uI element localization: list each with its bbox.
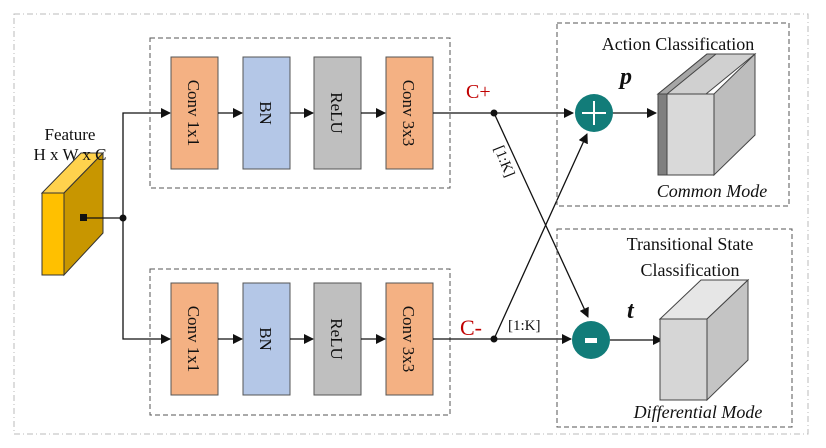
feature-output-port (80, 214, 87, 221)
transition-head-title-line1: Transitional State (627, 234, 754, 254)
upper-conv1x1-label: Conv 1x1 (184, 80, 203, 147)
lower-relu-block (313, 282, 362, 396)
diff-cube-front (659, 318, 708, 401)
action-head-title: Action Classification (602, 34, 754, 54)
outer-frame (13, 13, 809, 435)
lower-branch-box (149, 268, 451, 416)
minus-icon (585, 338, 597, 343)
lower-conv3x3-block (385, 282, 434, 396)
common-cube-front (666, 93, 715, 176)
feature-dims: H x W x C (33, 145, 106, 164)
upper-relu-label: ReLU (327, 92, 346, 134)
feature-tensor (40, 151, 105, 277)
upper-conv3x3-label: Conv 3x3 (399, 80, 418, 147)
lower-relu-label: ReLU (327, 318, 346, 360)
upper-conv1x1-block (170, 56, 219, 170)
common-mode-label: Common Mode (657, 181, 768, 201)
upper-cross-label: [1:K] (490, 144, 517, 180)
lower-bn-block (242, 282, 291, 396)
cross-line-up (493, 133, 588, 340)
cross-line-down (493, 112, 589, 318)
action-head-box (556, 22, 790, 207)
variable-t: t (627, 298, 635, 324)
c-minus-label: C- (460, 315, 482, 340)
upper-branch-blocks: Conv 1x1 BN ReLU Conv 3x3 (170, 56, 434, 170)
lower-conv1x1-block (170, 282, 219, 396)
lower-conv3x3-label: Conv 3x3 (399, 306, 418, 373)
differential-mode-cube (658, 278, 750, 402)
upper-relu-block (313, 56, 362, 170)
feature-title: Feature (45, 125, 96, 144)
lower-bn-label: BN (256, 327, 275, 351)
upper-bn-label: BN (256, 101, 275, 125)
upper-bn-block (242, 56, 291, 170)
common-cube-front-strip (657, 93, 668, 176)
feature-front-face (41, 192, 65, 276)
upper-conv3x3-block (385, 56, 434, 170)
subtract-operator (572, 321, 610, 359)
lower-branch-blocks: Conv 1x1 BN ReLU Conv 3x3 (170, 282, 434, 396)
variable-p: p (618, 64, 632, 90)
c-plus-label: C+ (466, 81, 491, 103)
split-line-upper (122, 108, 171, 218)
add-operator (575, 94, 613, 132)
lower-conv1x1-label: Conv 1x1 (184, 306, 203, 373)
upper-branch-box (149, 37, 451, 189)
split-line-lower (122, 218, 171, 344)
transition-head-title-line2: Classification (641, 260, 740, 280)
differential-mode-label: Differential Mode (633, 402, 763, 422)
lower-cross-label: [1:K] (508, 318, 541, 334)
common-mode-cube (656, 52, 757, 177)
